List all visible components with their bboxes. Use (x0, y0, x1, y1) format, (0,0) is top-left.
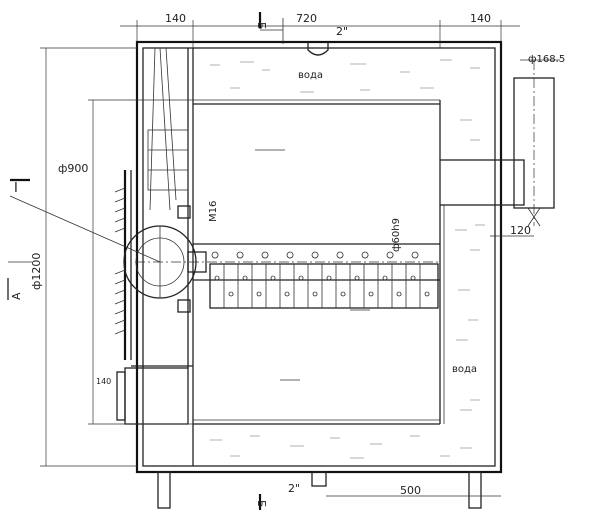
dim-left-door: ф900 (58, 162, 88, 175)
dim-left-foot: 140 (96, 377, 111, 386)
top-water-jacket (192, 48, 480, 105)
outer-shell (135, 40, 503, 474)
front-plate (116, 48, 194, 425)
dim-shaft: ф60h9 (391, 218, 402, 252)
dim-top-left: 140 (165, 12, 186, 25)
label-view-arrow: А (10, 292, 23, 300)
rod-mechanism (147, 47, 189, 211)
top-nozzle (307, 42, 329, 56)
label-water-top: вода (298, 70, 323, 81)
label-section-top: Б (255, 22, 268, 30)
bottom-nozzle (157, 471, 482, 509)
dim-top-right: 140 (470, 12, 491, 25)
dim-left-body: ф1200 (30, 253, 43, 290)
dim-pipe-bottom: 2" (288, 482, 300, 495)
label-view-marker: I (14, 181, 18, 196)
label-water-right: вода (452, 364, 477, 375)
dim-pipe-right: ф168.5 (528, 54, 565, 65)
label-section-bottom: Б (255, 500, 268, 508)
dim-offset-right: 120 (510, 224, 531, 237)
top-dimensions (120, 18, 520, 48)
view-markers (7, 12, 534, 510)
dim-bolt: M16 (208, 201, 219, 222)
dim-pipe-top: 2" (336, 25, 348, 38)
inner-chamber (255, 149, 370, 381)
right-water-jacket (439, 100, 485, 424)
tube-bank (209, 251, 439, 309)
bottom-water-jacket (192, 419, 472, 466)
burner-hub (123, 205, 440, 313)
dim-bottom-right: 500 (400, 484, 421, 497)
burner-fins (114, 187, 126, 335)
dim-top-center: 720 (296, 12, 317, 25)
left-dimensions (8, 47, 193, 467)
flue-pipe (439, 59, 560, 227)
